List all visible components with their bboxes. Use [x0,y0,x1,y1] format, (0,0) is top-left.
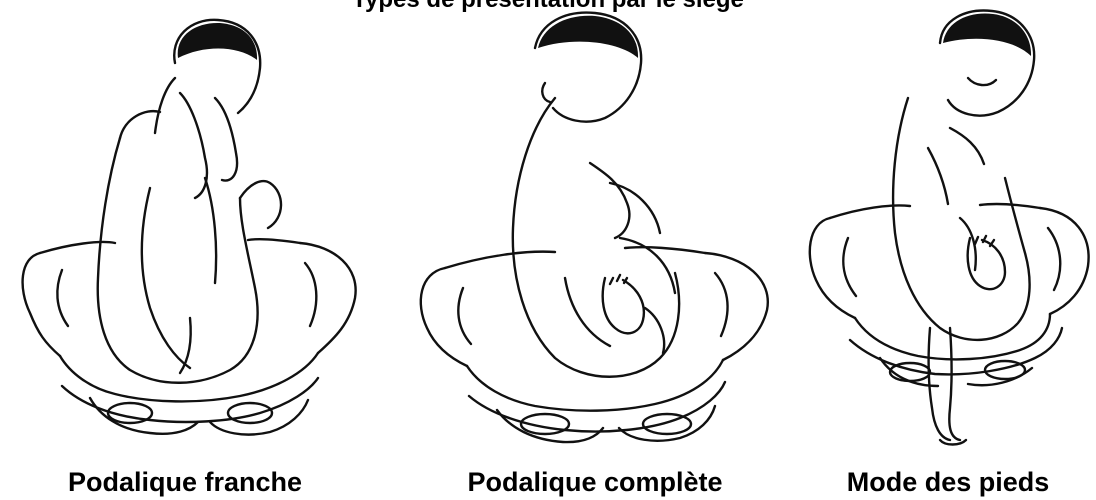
frank-breech-illustration [0,8,370,448]
pelvis-lower [60,353,318,401]
footling-breech-illustration [800,8,1096,448]
pelvis-iliac-wing-right [300,243,356,353]
panel-mode-des-pieds: Mode des pieds [800,0,1096,500]
fetus-body [513,98,679,377]
pelvis-iliac-wing-right [705,253,768,360]
caption-podalique-franche: Podalique franche [0,466,370,498]
dangling-leg [929,328,950,440]
pelvis-lower [467,360,723,411]
panel-podalique-complete: Podalique complète [405,0,785,500]
panel-podalique-franche: Podalique franche [0,0,370,500]
complete-breech-illustration [405,8,785,448]
pelvis-iliac-wing-left [421,268,467,366]
caption-mode-des-pieds: Mode des pieds [800,466,1096,498]
pelvis-iliac-wing-right [1040,208,1089,314]
pelvis-iliac-wing-left [810,218,855,318]
pelvis-iliac-wing-left [23,253,60,356]
caption-podalique-complete: Podalique complète [405,466,785,498]
